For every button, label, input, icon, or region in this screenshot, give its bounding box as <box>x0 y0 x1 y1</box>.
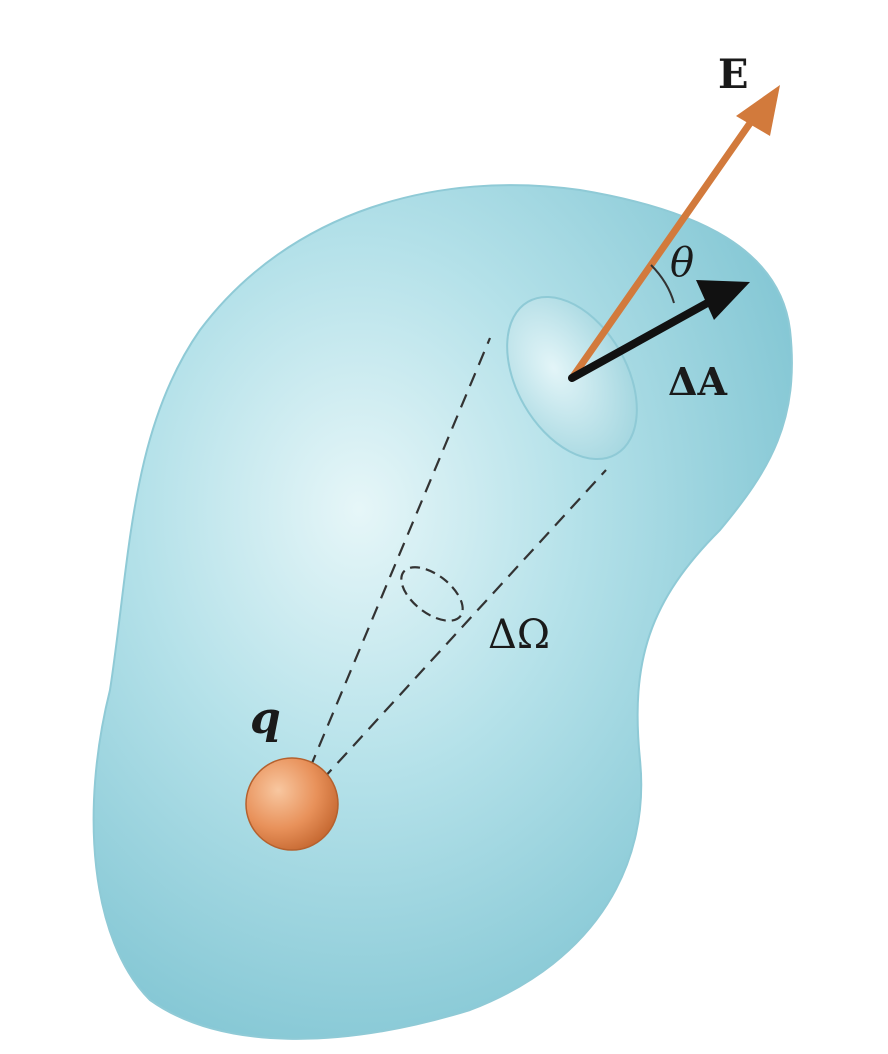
area-label: ΔA <box>668 359 727 404</box>
solid-angle-ellipse <box>400 566 464 622</box>
point-charge <box>245 757 339 851</box>
field-arrow-head <box>736 85 780 136</box>
area-vector-head <box>696 280 750 320</box>
cone-line-left <box>308 337 492 769</box>
angle-label: θ <box>670 240 694 286</box>
charge-label: q <box>250 693 281 744</box>
angle-arc <box>650 264 675 304</box>
area-vector-shaft <box>568 292 724 382</box>
field-arrow-shaft <box>568 102 766 382</box>
solid-angle-label: ΔΩ <box>488 612 550 658</box>
field-label: E <box>718 51 749 98</box>
cone-line-right <box>321 469 607 781</box>
